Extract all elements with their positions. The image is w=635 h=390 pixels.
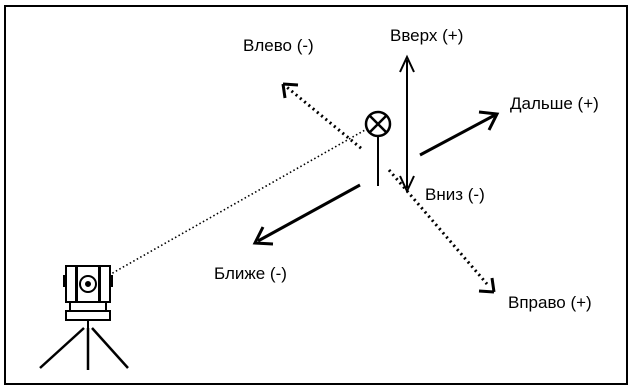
- label-farther: Дальше (+): [510, 94, 599, 113]
- label-right: Вправо (+): [508, 293, 592, 312]
- down-arrowhead: [399, 175, 415, 194]
- total-station-icon: [39, 265, 129, 370]
- sight-line: [94, 129, 366, 284]
- left-arrowhead: [281, 82, 299, 99]
- frame-border: [4, 5, 628, 385]
- left-right-axis: [281, 82, 496, 294]
- label-left: Влево (-): [243, 36, 314, 55]
- label-up: Вверх (+): [390, 26, 464, 45]
- up-down-axis: [399, 54, 415, 194]
- up-arrowhead: [399, 54, 415, 73]
- prism-target-icon: [364, 110, 392, 186]
- farther-arrowhead: [478, 110, 500, 131]
- right-arrowhead: [478, 277, 496, 294]
- label-closer: Ближе (-): [214, 264, 287, 283]
- label-down: Вниз (-): [425, 185, 485, 204]
- closer-arrowhead: [252, 226, 274, 246]
- near-far-axis: [252, 110, 500, 246]
